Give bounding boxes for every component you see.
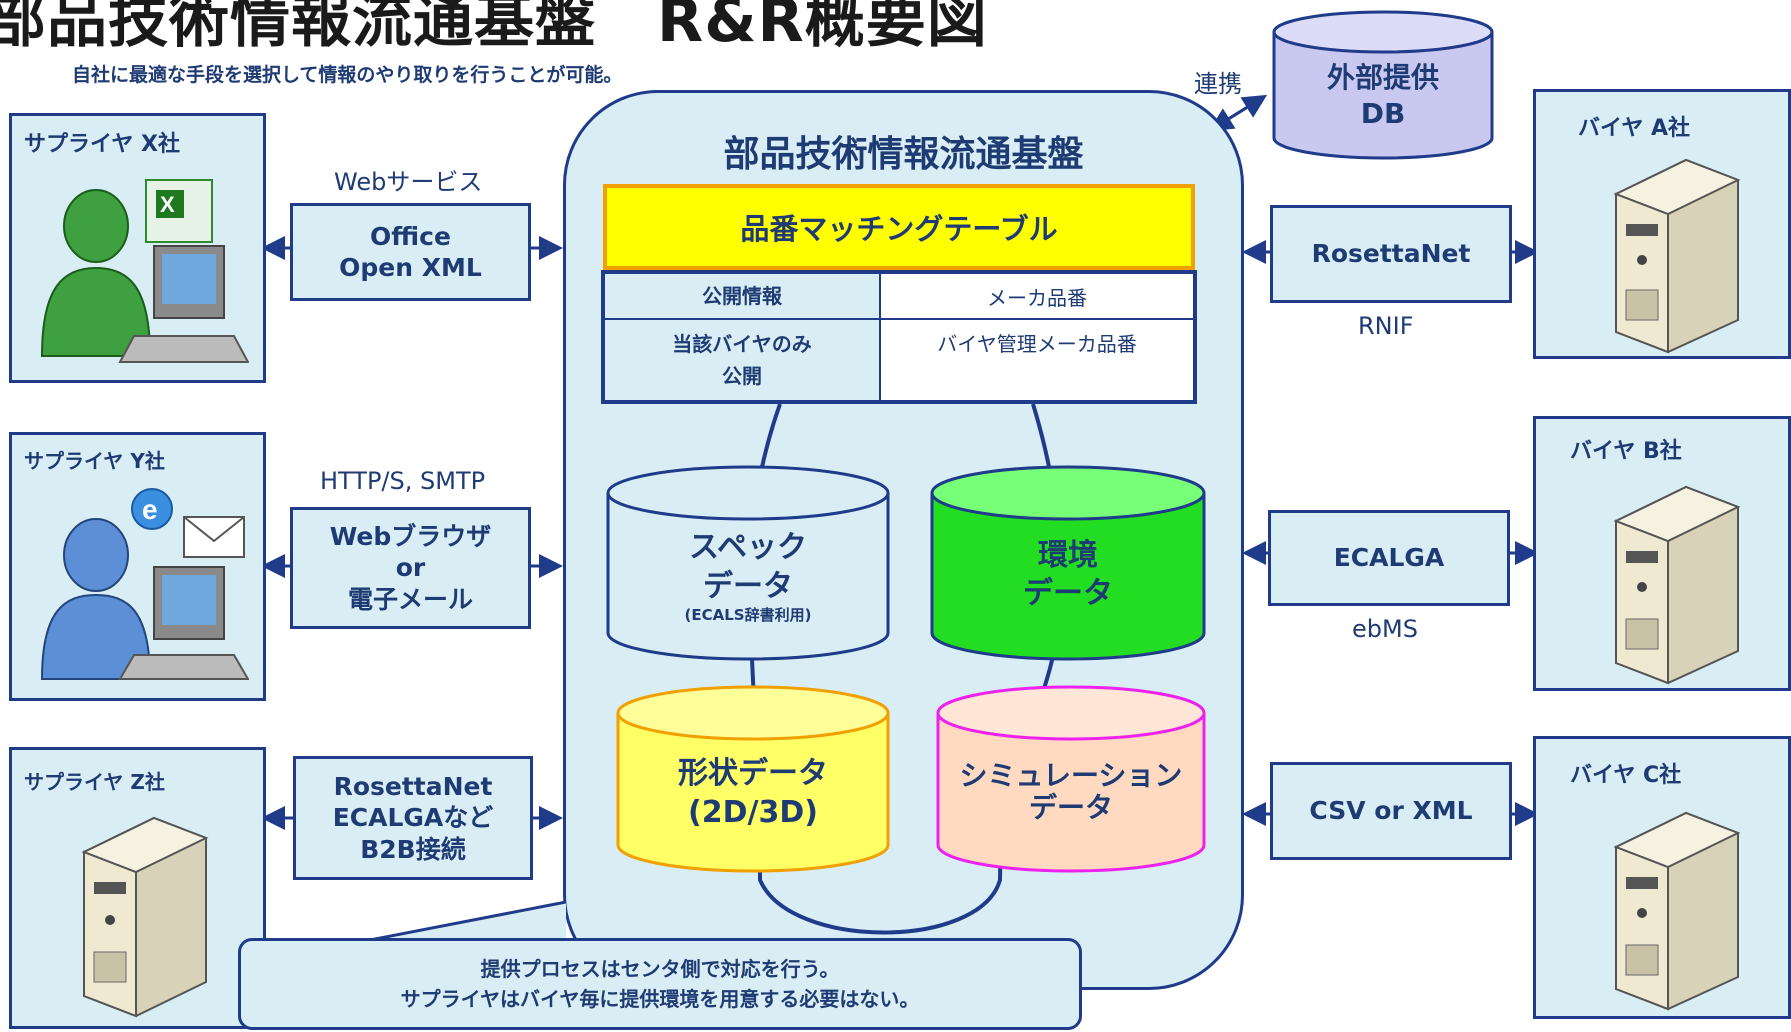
user-browser-mail-icon: e: [40, 488, 249, 680]
simulation-data-line-1: シミュレーション: [959, 759, 1183, 792]
external-db-cylinder: [1272, 10, 1494, 160]
shape-data-line-2: (2D/3D): [688, 795, 818, 830]
external-db-line-2: DB: [1360, 97, 1406, 131]
spec-data-sub: (ECALS辞書利用): [684, 606, 812, 624]
matching-row-2-right-text: バイヤ管理メーカ品番: [937, 332, 1137, 356]
env-data-line-1: 環境: [1038, 538, 1098, 573]
callout-note: 提供プロセスはセンタ側で対応を行う。 サプライヤはバイヤ毎に提供環境を用意する必…: [238, 938, 1082, 1030]
supplier-x-transport: Webサービス: [334, 168, 483, 196]
supplier-y-transport: HTTP/S, SMTP: [320, 467, 486, 495]
supplier-x-name: サプライヤ X社: [24, 132, 180, 157]
supplier-y-protocol-line-1: Webブラウザ: [329, 522, 492, 552]
spec-data-label: スペック データ (ECALS辞書利用): [618, 528, 878, 626]
buyer-a-box: バイヤ A社: [1533, 89, 1791, 359]
buyer-b-name: バイヤ B社: [1570, 439, 1682, 464]
supplier-z-protocol-line-3: B2B接続: [360, 834, 466, 864]
matching-table-row-1-left: 公開情報: [605, 274, 881, 320]
buyer-b-box: バイヤ B社: [1533, 416, 1791, 691]
buyer-b-protocol-line-1: ECALGA: [1333, 543, 1445, 573]
env-data-label: 環境 データ: [940, 537, 1196, 612]
supplier-z-name: サプライヤ Z社: [24, 770, 165, 794]
buyer-b-transport: ebMS: [1352, 615, 1418, 643]
spec-data-cylinder: [606, 465, 890, 661]
supplier-x-box: サプライヤ X社 X: [9, 113, 266, 383]
supplier-z-protocol-line-1: RosettaNet: [333, 772, 493, 802]
matching-row-1-right-text: メーカ品番: [987, 285, 1087, 310]
env-data-cylinder: [930, 465, 1206, 661]
page-subtitle: 自社に最適な手段を選択して情報のやり取りを行うことが可能。: [72, 64, 623, 86]
external-db-link-label: 連携: [1194, 70, 1242, 98]
page-title: 部品技術情報流通基盤 R&R概要図: [0, 0, 988, 56]
supplier-z-protocol: RosettaNet ECALGAなど B2B接続: [293, 756, 533, 880]
env-data-line-2: データ: [1023, 575, 1113, 611]
simulation-data-label: シミュレーション データ: [940, 759, 1202, 825]
shape-data-label: 形状データ (2D/3D): [620, 754, 886, 832]
shape-data-cylinder: [616, 685, 890, 873]
supplier-z-box: サプライヤ Z社: [9, 747, 266, 1029]
buyer-c-protocol-line-1: CSV or XML: [1309, 796, 1473, 826]
user-excel-icon: X: [40, 179, 249, 363]
supplier-y-box: サプライヤ Y社 e: [9, 432, 266, 701]
server-icon: [1613, 811, 1741, 1011]
external-db-label: 外部提供 DB: [1284, 60, 1482, 133]
buyer-a-name: バイヤ A社: [1578, 116, 1691, 141]
supplier-z-protocol-line-2: ECALGAなど: [332, 803, 494, 833]
supplier-y-protocol-line-3: 電子メール: [347, 584, 473, 614]
matching-table-row-2-right: バイヤ管理メーカ品番: [881, 320, 1193, 400]
server-icon: [1613, 158, 1741, 354]
buyer-c-box: バイヤ C社: [1533, 736, 1791, 1019]
supplier-x-protocol: Office Open XML: [290, 203, 531, 301]
shape-data-line-1: 形状データ: [678, 756, 828, 791]
supplier-y-protocol-line-2: or: [395, 553, 426, 583]
supplier-y-name: サプライヤ Y社: [24, 449, 165, 473]
svg-text:e: e: [142, 494, 158, 525]
buyer-a-protocol-line-1: RosettaNet: [1311, 239, 1471, 269]
supplier-y-protocol: Webブラウザ or 電子メール: [290, 507, 531, 629]
buyer-b-protocol: ECALGA: [1268, 510, 1510, 606]
spec-data-line-2: データ: [703, 569, 793, 604]
callout-line-2: サプライヤはバイヤ毎に提供環境を用意する必要はない。: [400, 987, 920, 1011]
matching-table-row-2-left: 当該バイヤのみ 公開: [605, 320, 881, 400]
matching-table-title: 品番マッチングテーブル: [603, 184, 1195, 270]
buyer-a-protocol: RosettaNet: [1270, 205, 1512, 303]
external-db-line-1: 外部提供: [1326, 61, 1439, 94]
supplier-x-protocol-line-2: Open XML: [339, 253, 482, 282]
matching-table-row-1-right: メーカ品番: [881, 274, 1193, 320]
svg-text:X: X: [160, 192, 175, 217]
matching-row-2-left-text-1: 当該バイヤのみ: [672, 332, 812, 356]
server-icon: [81, 816, 209, 1018]
server-icon: [1613, 485, 1741, 685]
callout-line-1: 提供プロセスはセンタ側で対応を行う。: [480, 957, 840, 981]
matching-row-2-left-text-2: 公開: [722, 364, 762, 388]
supplier-x-protocol-line-1: Office: [370, 221, 451, 251]
buyer-c-name: バイヤ C社: [1570, 763, 1682, 788]
spec-data-line-1: スペック: [689, 530, 807, 565]
simulation-data-line-2: データ: [1028, 791, 1113, 825]
hub-title: 部品技術情報流通基盤: [723, 134, 1084, 175]
buyer-a-transport: RNIF: [1358, 312, 1414, 340]
simulation-data-cylinder: [936, 685, 1206, 873]
buyer-c-protocol: CSV or XML: [1270, 762, 1512, 860]
matching-row-1-left-text: 公開情報: [702, 284, 782, 308]
matching-table: 公開情報 メーカ品番 当該バイヤのみ 公開 バイヤ管理メーカ品番: [601, 270, 1197, 404]
